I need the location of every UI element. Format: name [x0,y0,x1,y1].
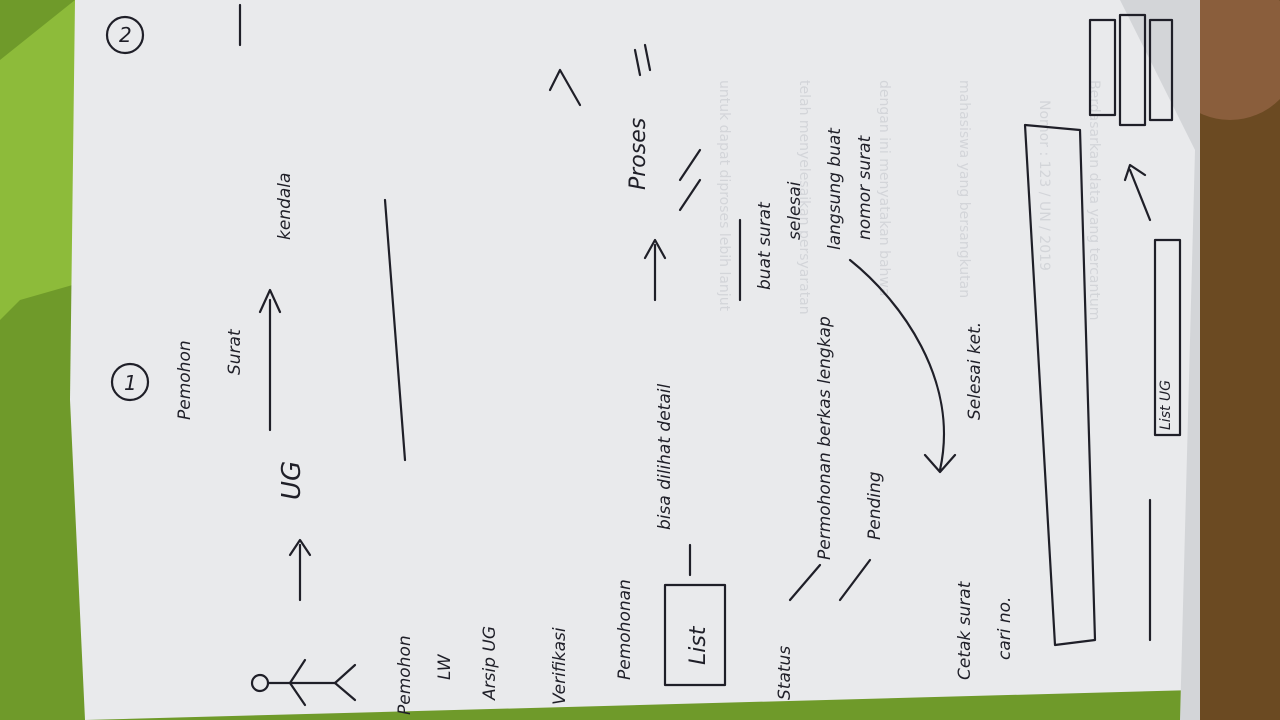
svg-text:dengan ini menyatakan bahwa: dengan ini menyatakan bahwa [876,80,892,296]
small-rect-2 [1118,13,1147,127]
svg-text:untuk dapat diproses lebih lan: untuk dapat diproses lebih lanjut [716,80,732,312]
note-surat: Surat [225,328,245,375]
note-buat-surat: buat surat [755,201,775,290]
list-box [663,583,727,687]
divider-lines [238,3,1152,642]
note-pending: Pending [865,471,885,540]
note-lw: LW [435,653,455,680]
note-verifikasi: Verifikasi [550,627,570,705]
svg-text:mahasiswa yang bersangkutan: mahasiswa yang bersangkutan [956,80,972,298]
note-nomor-surat: nomor surat [855,134,875,240]
show-through-text: Berdasarkan data yang tercantum Nomor : … [716,80,1102,320]
circle-2 [105,15,145,55]
note-selesai-ket: Selesai ket. [965,322,985,420]
note-pemohonan-mid: Pemohonan [615,579,635,680]
note-proses: Proses [626,118,651,190]
list-box-label: List [686,625,711,665]
note-list-bottom: List UG [1158,380,1174,430]
note-bisa-dilihat: bisa dilihat detail [655,384,675,530]
svg-text:Berdasarkan data yang tercantu: Berdasarkan data yang tercantum [1086,80,1102,320]
list-ug-box [1153,238,1182,437]
svg-text:Nomor : 123 / UN / 2019: Nomor : 123 / UN / 2019 [1036,100,1052,271]
note-arsip-ug: Arsip UG [480,626,500,701]
svg-text:telah menyelesaikan persyarata: telah menyelesaikan persyaratan [796,80,812,315]
note-cari-no: cari no. [995,597,1015,660]
stick-figure-icon [250,658,357,707]
green-light-strip [0,0,95,320]
paper-sheet [70,0,1200,720]
circle-1-label: 1 [124,371,137,395]
note-ug: UG [277,461,307,500]
note-langsung: langsung buat [825,127,845,250]
small-rect-3 [1148,18,1174,122]
small-rect-1 [1088,18,1117,117]
note-selesai: selesai [785,181,805,240]
arrows [258,43,1152,602]
paper-shadow [1120,0,1200,720]
wood-table [1190,0,1280,720]
note-status: Status [775,646,795,700]
note-permohonan-berkas: Permohonan berkas lengkap [815,316,835,560]
note-kendala: kendala [275,173,295,240]
circle-1 [110,362,150,402]
note-permohonan: Pemohon [175,340,195,420]
circle-2-label: 2 [119,23,132,47]
large-rectangle [1023,123,1097,647]
note-cetak-surat: Cetak surat [955,580,975,680]
note-pemohon-top: Pemohon [395,635,415,715]
